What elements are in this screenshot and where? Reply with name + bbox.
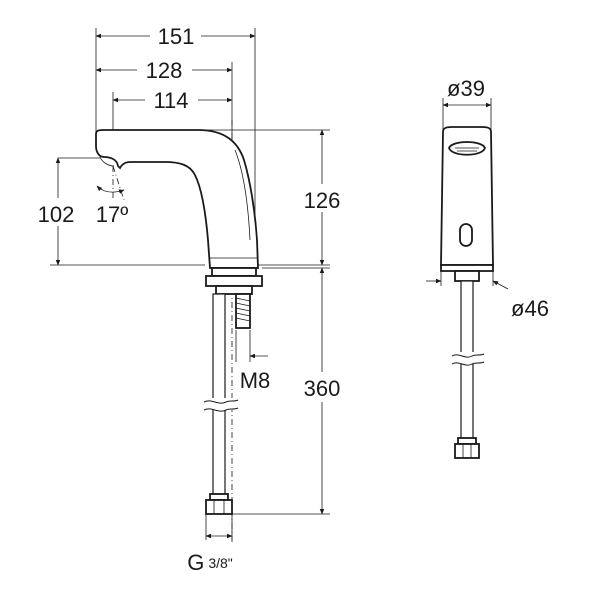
body-highlight: [234, 149, 251, 241]
spout-outlet: [99, 156, 115, 167]
dim-label-g: G: [187, 550, 204, 575]
front-view: ø39 ø46: [426, 76, 549, 459]
sensor-window: [459, 223, 473, 247]
front-mounting-nut: [454, 270, 480, 282]
front-body: [440, 126, 494, 266]
supply-hose: [212, 293, 226, 495]
front-hose-break-top: [451, 353, 485, 358]
dim-label-g-fraction: 3/8": [208, 555, 232, 571]
hose-break-top: [203, 399, 239, 404]
dim-label-126: 126: [304, 188, 341, 213]
angle-arc: [96, 185, 125, 194]
dim-label-g38: G 3/8": [187, 550, 233, 575]
front-hose-break-gap: [452, 352, 482, 364]
hose-connector-nut: [205, 499, 233, 515]
side-view: 151 128 114 102 17º 126: [38, 24, 341, 575]
dim-label-114: 114: [153, 88, 188, 113]
faucet-body: [95, 129, 259, 269]
dim-line-46-right: [492, 280, 509, 290]
hose-break-bottom: [203, 407, 239, 412]
front-hose-break-bottom: [451, 361, 485, 366]
dim-label-39: ø39: [447, 76, 485, 101]
dim-label-360: 360: [304, 376, 341, 401]
dim-label-17: 17º: [96, 202, 129, 227]
front-supply-hose: [460, 280, 474, 458]
dim-label-151: 151: [158, 24, 195, 49]
stud-thread-lines: [235, 297, 251, 322]
dim-label-46: ø46: [511, 296, 549, 321]
mounting-nut: [215, 285, 253, 295]
angle-flow-line: [112, 165, 125, 201]
aerator-mesh: [455, 147, 479, 152]
dim-label-102: 102: [38, 202, 75, 227]
dim-label-128: 128: [146, 58, 183, 83]
dim-label-m8: M8: [240, 368, 271, 393]
mounting-plate: [205, 275, 263, 287]
front-connector-nut: [454, 443, 480, 459]
hose-break-gap: [205, 398, 235, 410]
mounting-washer: [211, 267, 257, 277]
